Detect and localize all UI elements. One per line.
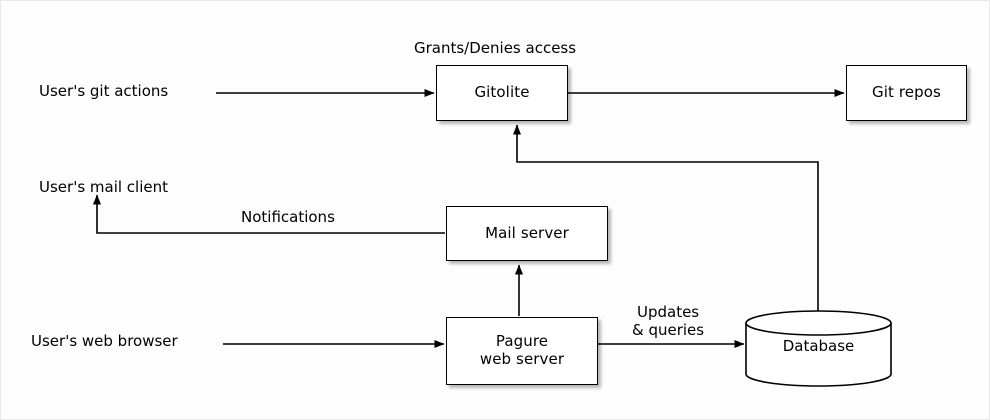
node-pagure-web-server-label: Pagure web server <box>479 332 565 368</box>
edge-database-to-gitolite <box>513 124 819 312</box>
node-database-label: Database <box>782 337 855 355</box>
edge-label-notifications: Notifications <box>241 208 335 226</box>
node-database[interactable]: Database <box>746 311 891 386</box>
node-gitolite[interactable]: Gitolite <box>436 65 568 121</box>
node-mail-server-label: Mail server <box>485 223 569 242</box>
node-pagure-web-server[interactable]: Pagure web server <box>446 317 598 385</box>
text-users-mail-client: User's mail client <box>39 178 169 196</box>
text-users-git-actions: User's git actions <box>39 82 169 100</box>
node-git-repos-label: Git repos <box>872 83 941 102</box>
edge-label-grants-denies-access: Grants/Denies access <box>414 39 577 57</box>
node-gitolite-label: Gitolite <box>474 83 530 102</box>
edge-label-updates-queries: Updates & queries <box>632 303 705 339</box>
edge-mail-server-to-mail-client <box>93 194 445 234</box>
text-users-web-browser: User's web browser <box>31 332 178 350</box>
database-cylinder-shape <box>745 310 892 387</box>
node-git-repos[interactable]: Git repos <box>846 65 967 121</box>
node-mail-server[interactable]: Mail server <box>446 206 608 261</box>
